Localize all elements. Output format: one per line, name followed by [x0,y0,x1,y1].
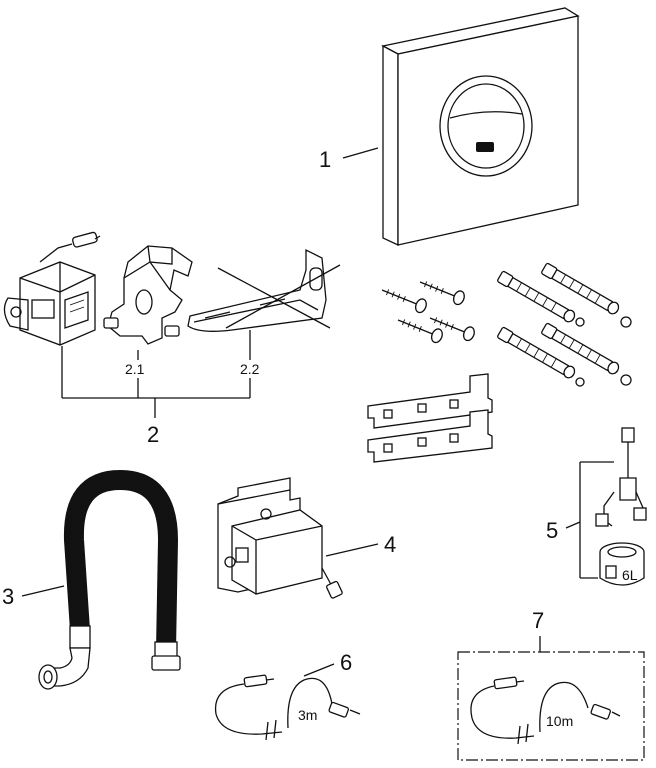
part-5-sensor-bracket-and-battery-holder [595,427,647,586]
part-3-braided-hose [38,469,181,690]
part-7-cable-frame [457,636,645,761]
part-1-cover-plate [381,7,580,247]
sensor-window [476,142,494,152]
cable-length-6: 3m [298,707,317,723]
cable-length-7: 10m [546,713,573,729]
label-2: 2 [147,422,159,447]
label-1: 1 [319,147,331,172]
label-3: 3 [2,584,14,609]
label-2-1: 2.1 [125,361,145,377]
label-5-bracket [565,461,614,579]
label-5: 5 [546,518,558,543]
label-7: 7 [532,608,544,633]
part-2-2-bracket-crossed [187,248,341,332]
label-2-bracket [61,330,251,418]
screw-set-short [381,281,475,344]
part-2-1-mounting-bracket [103,245,193,345]
mounting-rails [367,373,493,463]
label-4: 4 [384,532,396,557]
part-4-valve-box [217,477,343,599]
part-6-cable [214,674,361,741]
label-6: 6 [340,650,352,675]
battery-mark: 6L [622,567,638,583]
part-7-cable [470,676,621,745]
part-2-1-electronic-module [3,231,101,346]
label-2-2: 2.2 [240,361,260,377]
anchor-bolt-set [497,262,632,387]
